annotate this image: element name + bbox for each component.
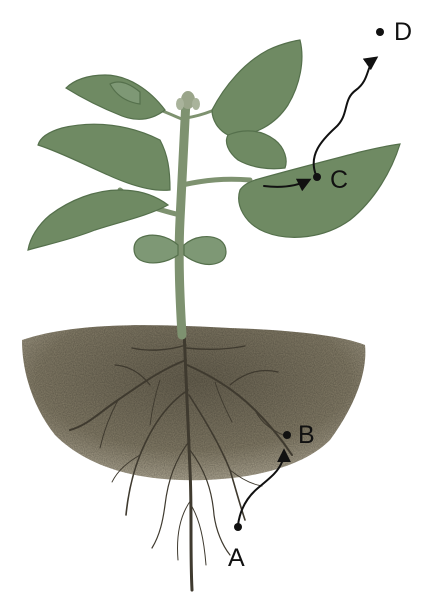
- leaf-right-small: [226, 131, 286, 169]
- leaf-top-right: [212, 40, 302, 135]
- leaves: [28, 40, 400, 264]
- leaf-small-left: [134, 235, 178, 263]
- point-b-label: B: [298, 421, 315, 449]
- point-c-label: C: [330, 166, 348, 194]
- leaf-small-right: [184, 237, 226, 265]
- point-d-label: D: [394, 18, 412, 46]
- leaf-left-upper: [38, 124, 170, 190]
- point-d: D: [376, 18, 412, 46]
- point-a-label: A: [228, 544, 245, 572]
- point-a: A: [228, 523, 245, 572]
- bud-cluster: [176, 91, 200, 110]
